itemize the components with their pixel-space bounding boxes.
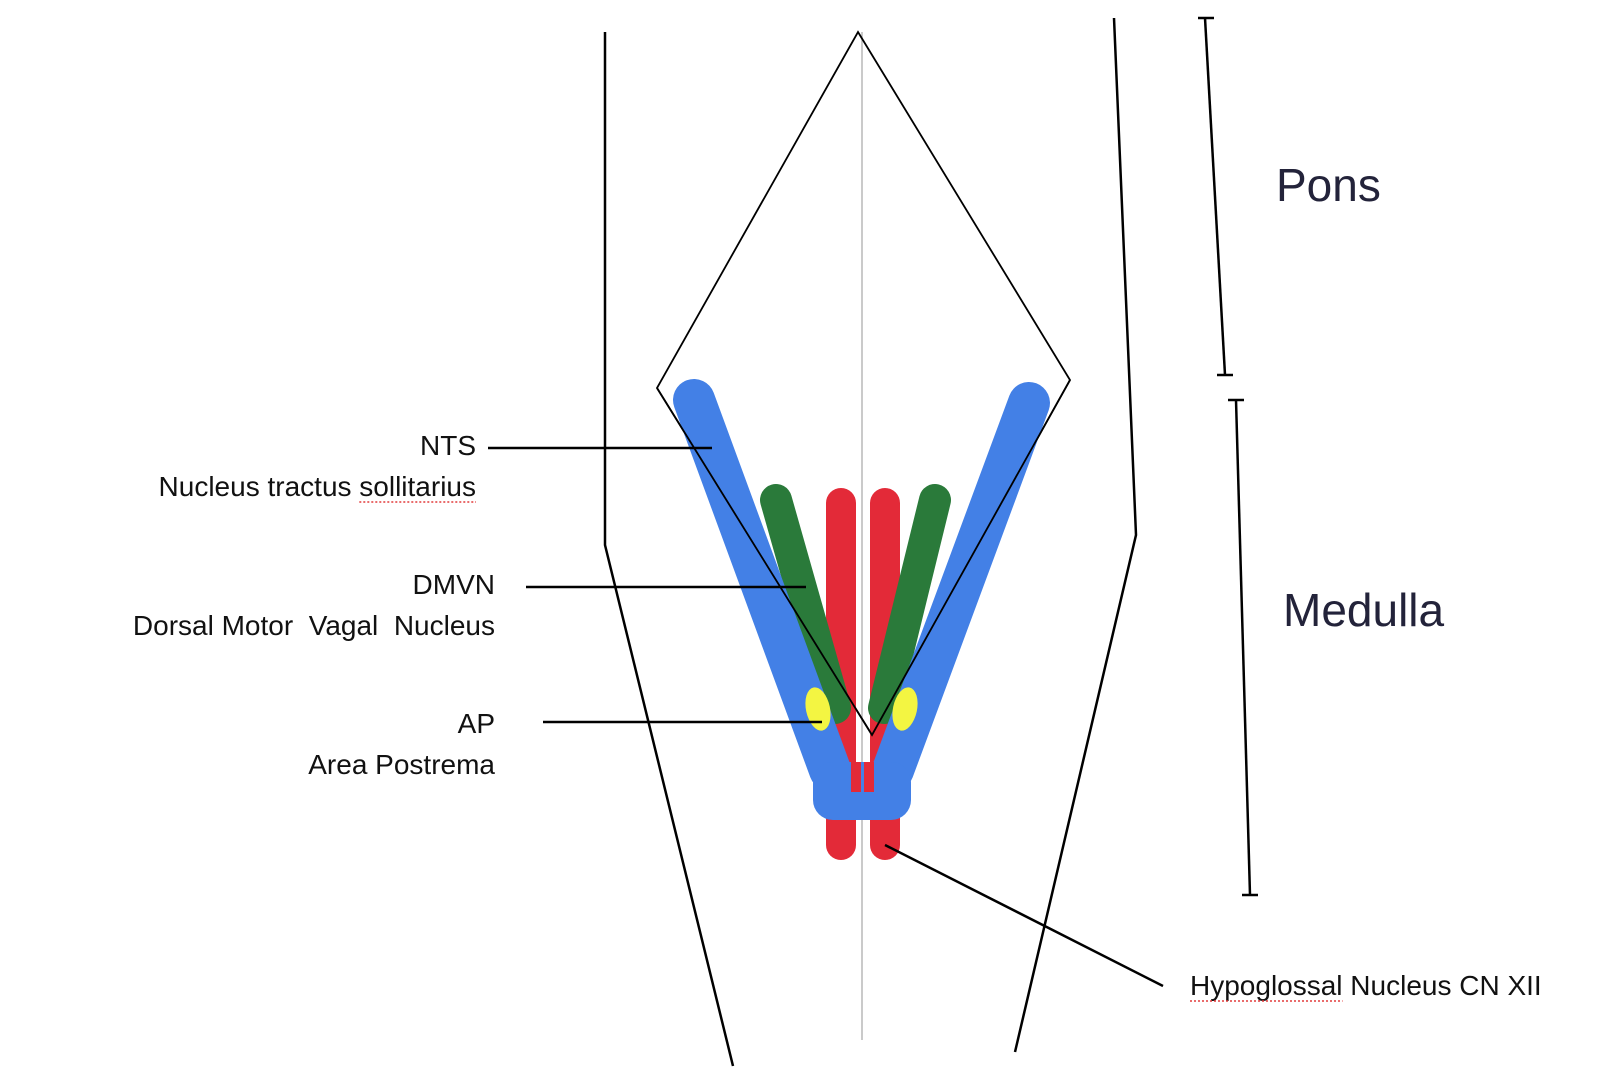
dmvn-abbr-label: DMVN (413, 569, 495, 600)
dmvn-nuclei (760, 484, 951, 724)
hypoglossal-word: Hypoglossal (1190, 970, 1343, 1001)
pons-bar (1203, 17, 1227, 376)
medulla-label: Medulla (1283, 584, 1445, 636)
spellcheck-underlines (359, 501, 1343, 1002)
area-postrema-right (892, 687, 918, 731)
ap-full-label: Area Postrema (308, 749, 495, 780)
ventricle-lower-edges (656, 379, 1071, 737)
nts-abbr-label: NTS (420, 430, 476, 461)
hypoglossal-overlap (851, 762, 874, 792)
hypoglossal-overlap-left (851, 762, 861, 792)
area-postrema (805, 687, 918, 731)
nts-commissural-join (813, 762, 911, 820)
hypoglossal-overlap-right (864, 762, 874, 792)
dmvn-left (760, 484, 851, 724)
nts-full-word: sollitarius (359, 471, 476, 502)
dmvn-full-label: Dorsal Motor Vagal Nucleus (133, 610, 495, 641)
pointer-lines (488, 446, 1164, 988)
hypoglossal-label: Hypoglossal Nucleus CN XII (1190, 970, 1542, 1001)
nts-full-label: Nucleus tractus sollitarius (159, 471, 476, 502)
outline-left (603, 32, 735, 1067)
hypoglossal-pointer (884, 843, 1164, 988)
fourth-ventricle-diamond (655, 30, 1072, 737)
hypoglossal-rest: Nucleus CN XII (1343, 970, 1542, 1001)
pons-label: Pons (1276, 159, 1381, 211)
outline-right (1013, 17, 1138, 1053)
ap-abbr-label: AP (458, 708, 495, 739)
nts-full-prefix: Nucleus tractus (159, 471, 360, 502)
dmvn-right (868, 484, 951, 724)
region-bars (1198, 16, 1258, 897)
area-postrema-left (805, 687, 831, 731)
brainstem-outline (603, 17, 1138, 1067)
medulla-bar (1234, 399, 1252, 896)
